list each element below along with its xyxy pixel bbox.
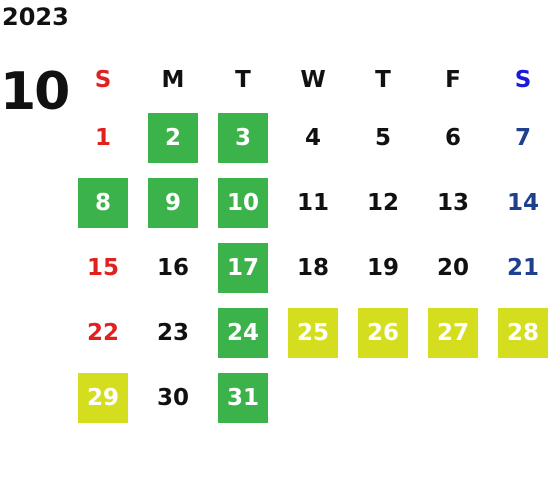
day-cell[interactable]: 19 <box>366 254 399 281</box>
day-cell[interactable]: 9 <box>148 177 198 228</box>
day-cell <box>358 373 408 423</box>
weekday-header-thu: T <box>348 55 418 105</box>
day-cell[interactable]: 11 <box>296 189 329 216</box>
day-cell[interactable]: 14 <box>506 189 539 216</box>
day-cell[interactable]: 15 <box>86 254 119 281</box>
day-cell[interactable]: 28 <box>498 307 548 358</box>
weekday-header-sat: S <box>488 55 548 105</box>
day-cell[interactable]: 10 <box>218 177 268 228</box>
week-row-2: 8 9 10 11 12 13 14 <box>68 170 548 235</box>
day-cell[interactable]: 24 <box>218 307 268 358</box>
day-cell[interactable]: 31 <box>218 372 268 423</box>
week-row-3: 15 16 17 18 19 20 21 <box>68 235 548 300</box>
weekday-label: S <box>94 67 112 93</box>
day-cell[interactable]: 29 <box>78 372 128 423</box>
weekday-label: F <box>445 67 461 93</box>
day-cell[interactable]: 20 <box>436 254 469 281</box>
year-label: 2023 <box>2 3 69 31</box>
weekday-header-wed: W <box>278 55 348 105</box>
day-cell[interactable]: 7 <box>514 124 531 151</box>
day-cell[interactable]: 18 <box>296 254 329 281</box>
day-cell[interactable]: 22 <box>86 319 119 346</box>
weekday-header-mon: M <box>138 55 208 105</box>
week-row-5: 29 30 31 <box>68 365 548 430</box>
month-number: 10 <box>0 62 70 122</box>
day-cell[interactable]: 4 <box>304 124 321 151</box>
day-cell[interactable]: 2 <box>148 112 198 163</box>
weekday-label: M <box>161 67 185 93</box>
day-cell[interactable]: 25 <box>288 307 338 358</box>
weekday-header-tue: T <box>208 55 278 105</box>
weekday-label: W <box>300 67 326 93</box>
day-cell[interactable]: 12 <box>366 189 399 216</box>
day-cell[interactable]: 1 <box>94 124 111 151</box>
day-cell[interactable]: 8 <box>78 177 128 228</box>
day-cell[interactable]: 5 <box>374 124 391 151</box>
day-cell[interactable]: 26 <box>358 307 408 358</box>
weekday-header-sun: S <box>68 55 138 105</box>
weekday-header-fri: F <box>418 55 488 105</box>
week-row-1: 1 2 3 4 5 6 7 <box>68 105 548 170</box>
day-cell <box>498 373 548 423</box>
weekday-label: S <box>514 67 532 93</box>
weekday-label: T <box>235 67 251 93</box>
calendar-grid: S M T W T F S 1 2 3 4 5 6 7 8 9 10 11 12… <box>68 55 548 430</box>
day-cell[interactable]: 30 <box>156 384 189 411</box>
day-cell <box>428 373 478 423</box>
day-cell[interactable]: 16 <box>156 254 189 281</box>
day-cell <box>288 373 338 423</box>
weekday-label: T <box>375 67 391 93</box>
day-cell[interactable]: 21 <box>506 254 539 281</box>
day-cell[interactable]: 6 <box>444 124 461 151</box>
day-cell[interactable]: 13 <box>436 189 469 216</box>
day-cell[interactable]: 3 <box>218 112 268 163</box>
day-cell[interactable]: 27 <box>428 307 478 358</box>
day-cell[interactable]: 23 <box>156 319 189 346</box>
day-cell[interactable]: 17 <box>218 242 268 293</box>
week-row-4: 22 23 24 25 26 27 28 <box>68 300 548 365</box>
weekday-header-row: S M T W T F S <box>68 55 548 105</box>
